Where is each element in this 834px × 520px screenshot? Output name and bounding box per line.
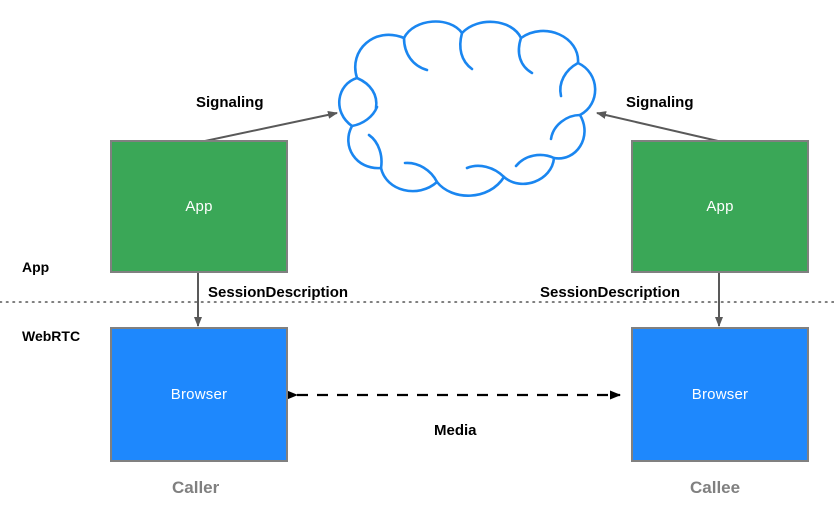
role-label-caller: Caller [172,478,220,497]
node-caller-app-label: App [185,198,213,215]
node-callee-browser[interactable]: Browser [631,327,809,462]
edge-label-caller-signaling: Signaling [196,94,264,111]
edge-callee-signaling-line [596,111,719,142]
node-caller-app[interactable]: App [110,140,288,273]
node-callee-app[interactable]: App [631,140,809,273]
layer-label-app: App [22,259,50,275]
edge-label-media: Media [434,422,477,439]
node-caller-browser[interactable]: Browser [110,327,288,462]
node-caller-browser-label: Browser [170,386,228,403]
edge-label-callee-signaling: Signaling [626,94,694,111]
edge-label-callee-sessiondescription: SessionDescription [540,284,681,301]
layer-label-webrtc: WebRTC [22,328,81,344]
signaling-cloud-icon [337,20,597,197]
role-label-callee: Callee [690,478,741,497]
edge-label-caller-sessiondescription: SessionDescription [208,284,349,301]
edge-caller-signaling-line [204,110,338,142]
node-callee-app-label: App [706,198,734,215]
node-callee-browser-label: Browser [691,386,749,403]
